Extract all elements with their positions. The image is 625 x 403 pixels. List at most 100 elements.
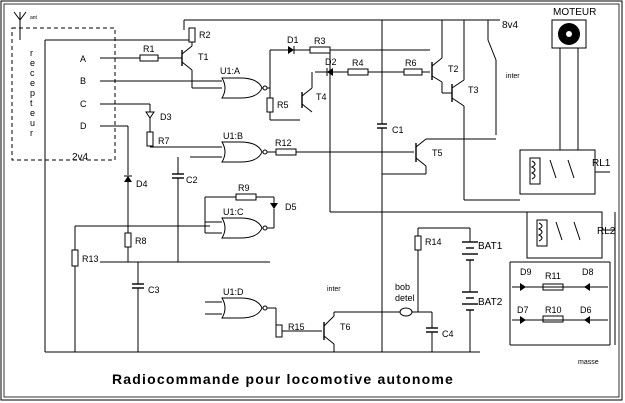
- svg-text:e: e: [30, 58, 35, 68]
- receiver-box: [11, 27, 116, 161]
- t2-label: T2: [448, 64, 459, 74]
- d6-label: D6: [580, 305, 592, 315]
- r6-label: R6: [405, 58, 417, 68]
- switch-label-lower: inter: [327, 286, 341, 293]
- transistor-t4: [301, 87, 313, 113]
- svg-text:u: u: [30, 118, 35, 128]
- r4-label: R4: [352, 58, 364, 68]
- resistor-r8: [124, 232, 132, 248]
- gate-u1a: [221, 77, 263, 99]
- diode-d4: [124, 176, 132, 182]
- input-c-label: C: [80, 99, 87, 109]
- d7-label: D7: [517, 305, 529, 315]
- diode-d3: [145, 111, 155, 119]
- r8-label: R8: [135, 236, 147, 246]
- diode-d5: [270, 203, 278, 209]
- input-b-label: B: [80, 76, 86, 86]
- antenna-symbol: [13, 11, 27, 40]
- gate-u1c: [221, 217, 263, 239]
- supply-voltage-label: 8v4: [502, 20, 519, 31]
- r15-label: R15: [288, 322, 305, 332]
- r9-label: R9: [238, 183, 250, 193]
- transistor-t5: [415, 138, 427, 167]
- r14-label: R14: [425, 237, 442, 247]
- gate-u1c-label: U1:C: [223, 207, 244, 217]
- bobine-label-line1: bob: [395, 282, 410, 292]
- d1-label: D1: [287, 35, 299, 45]
- diode-d1: [288, 46, 294, 54]
- gate-u1a-label: U1:A: [220, 66, 240, 76]
- t3-label: T3: [468, 85, 479, 95]
- svg-text:r: r: [30, 128, 33, 138]
- resistor-r10: [542, 315, 564, 323]
- switch-label: inter: [506, 73, 520, 80]
- gate-u1d: [221, 297, 263, 319]
- svg-text:e: e: [30, 78, 35, 88]
- c2-label: C2: [186, 175, 198, 185]
- transistor-t1: [178, 42, 193, 88]
- antenna-label: ant: [30, 15, 38, 21]
- input-d-label: D: [80, 121, 87, 131]
- r5-label: R5: [277, 100, 289, 110]
- bobine-label-line2: detel: [395, 293, 415, 303]
- c4-label: C4: [442, 329, 454, 339]
- svg-text:t: t: [30, 98, 33, 108]
- motor-label: MOTEUR: [553, 7, 596, 18]
- relay-rl2: [526, 211, 603, 259]
- resistor-r14: [414, 235, 422, 251]
- resistor-r7: [146, 131, 154, 147]
- ground-label: masse: [578, 359, 599, 366]
- r12-label: R12: [275, 138, 292, 148]
- d3-label: D3: [160, 112, 172, 122]
- r7-label: R7: [158, 136, 170, 146]
- rl1-label: RL1: [592, 158, 611, 169]
- t4-label: T4: [316, 92, 327, 102]
- bat2-label: BAT2: [478, 297, 503, 308]
- c3-label: C3: [148, 285, 160, 295]
- receiver-supply-label: 2v4: [72, 152, 89, 163]
- transistor-t3: [441, 79, 465, 107]
- t6-label: T6: [340, 322, 351, 332]
- d4-label: D4: [136, 179, 148, 189]
- resistor-r13: [71, 249, 79, 267]
- resistor-r1: [139, 54, 159, 62]
- gate-u1b-label: U1:B: [223, 131, 243, 141]
- rl2-label: RL2: [597, 226, 616, 237]
- svg-text:e: e: [30, 108, 35, 118]
- resistor-r2: [188, 27, 196, 43]
- gate-u1d-label: U1:D: [223, 287, 244, 297]
- r11-label: R11: [545, 271, 561, 281]
- r13-label: R13: [82, 254, 99, 264]
- d5-label: D5: [285, 202, 297, 212]
- transistor-t2: [431, 20, 443, 83]
- t5-label: T5: [432, 148, 443, 158]
- resistor-r12: [275, 148, 297, 156]
- t1-label: T1: [198, 52, 209, 62]
- resistor-r3: [309, 46, 331, 54]
- svg-text:p: p: [30, 88, 35, 98]
- d8-label: D8: [582, 267, 594, 277]
- r2-label: R2: [199, 30, 211, 40]
- svg-text:r: r: [30, 48, 33, 58]
- resistor-r5: [266, 97, 274, 113]
- resistor-r6: [403, 68, 423, 76]
- d9-label: D9: [520, 267, 532, 277]
- gate-u1b: [221, 141, 263, 163]
- receiver-label-vertical: re ce pt eu r: [30, 48, 35, 138]
- bobine-coil: [399, 307, 413, 317]
- inner-border: [3, 3, 620, 398]
- resistor-r15: [275, 324, 283, 338]
- bat1-label: BAT1: [478, 241, 503, 252]
- resistor-r9: [235, 193, 257, 201]
- r10-label: R10: [545, 305, 562, 315]
- transistor-t6: [323, 315, 335, 345]
- resistor-r4: [347, 68, 369, 76]
- d2-label: D2: [325, 57, 337, 67]
- r1-label: R1: [143, 44, 155, 54]
- c1-label: C1: [392, 125, 404, 135]
- svg-text:c: c: [30, 68, 35, 78]
- schematic-title: Radiocommande pour locomotive autonome: [112, 371, 454, 387]
